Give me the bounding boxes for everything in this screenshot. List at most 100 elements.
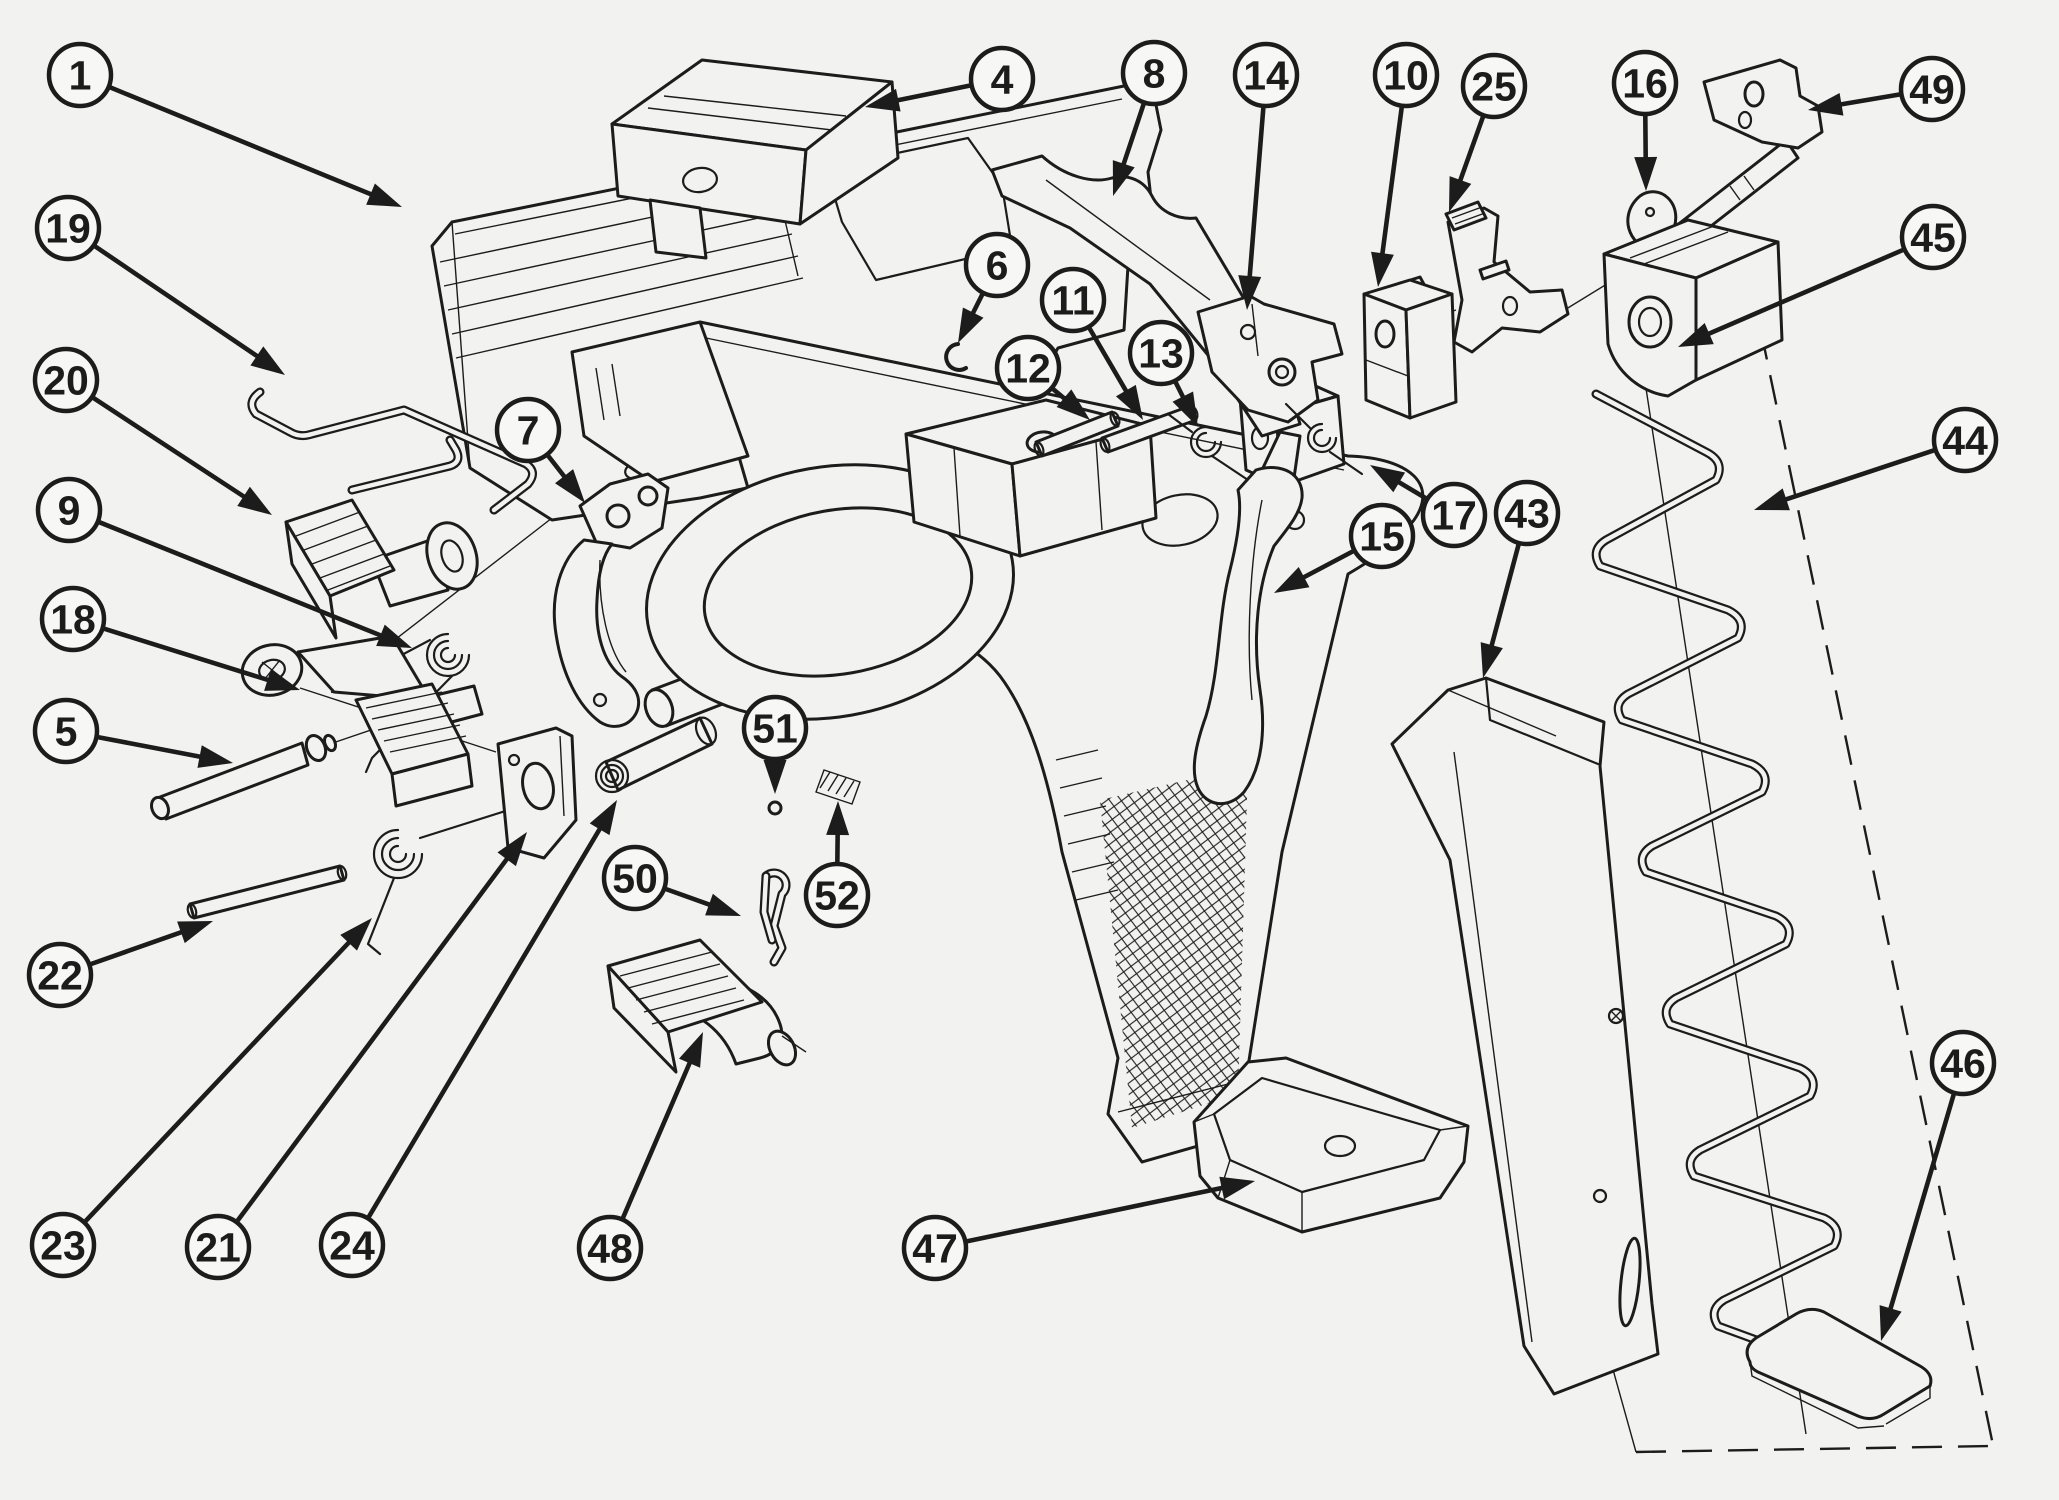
- callout-arrowhead: [1370, 465, 1406, 493]
- callout-circle-14: [1232, 41, 1300, 109]
- sear-part: [1196, 294, 1344, 424]
- callout-circle-50: [601, 844, 669, 912]
- grip-safety-part: [606, 938, 807, 1074]
- callout-43: 43: [1480, 479, 1561, 678]
- callout-circle-23: [29, 1211, 97, 1279]
- callout-arrowhead: [1371, 251, 1394, 287]
- callout-circle-9: [35, 476, 103, 544]
- pin-22-part: [186, 864, 348, 920]
- callout-leader-line: [94, 244, 265, 363]
- callout-circle-44: [1931, 406, 1999, 474]
- callout-arrowhead: [177, 921, 213, 944]
- slide-stop-lever-part: [1671, 58, 1824, 247]
- callout-circle-13: [1127, 319, 1195, 387]
- callout-19: 19: [34, 194, 285, 375]
- callout-number-15: 15: [1359, 514, 1405, 560]
- callout-number-14: 14: [1243, 53, 1289, 99]
- sear-spring-part: [1284, 402, 1364, 476]
- callout-circle-22: [26, 941, 94, 1009]
- callout-number-46: 46: [1940, 1041, 1986, 1087]
- callout-arrowhead: [1480, 642, 1503, 678]
- callout-12: 12: [994, 334, 1090, 420]
- callout-arrowhead: [237, 486, 272, 515]
- callout-circle-46: [1929, 1029, 1997, 1097]
- callout-number-11: 11: [1051, 278, 1094, 324]
- callout-arrowhead: [865, 88, 901, 112]
- callout-44: 44: [1754, 406, 1999, 511]
- callout-circle-4: [968, 45, 1036, 113]
- callout-circle-24: [318, 1211, 386, 1279]
- callout-46: 46: [1879, 1029, 1997, 1341]
- callout-leader-line: [1455, 116, 1486, 189]
- callout-number-20: 20: [43, 358, 89, 404]
- callout-number-9: 9: [58, 488, 81, 534]
- trigger-part: [552, 472, 670, 728]
- callout-circle-1: [46, 41, 114, 109]
- callout-arrowhead: [1754, 488, 1790, 511]
- callout-leader-line: [235, 851, 514, 1222]
- callout-number-52: 52: [814, 873, 860, 919]
- ball-51-part: [767, 800, 783, 816]
- callout-number-22: 22: [37, 953, 83, 999]
- callout-circle-21: [184, 1213, 252, 1281]
- callout-50: 50: [601, 844, 741, 916]
- dashed-baseline: [1635, 1444, 1993, 1454]
- callout-circle-6: [963, 231, 1031, 299]
- rear-sight-block-part: [610, 58, 900, 260]
- callout-14: 14: [1232, 41, 1300, 310]
- cotter-pin-50-part: [759, 868, 791, 967]
- c-clip-part: [944, 342, 968, 372]
- callout-leader-line: [1886, 1094, 1956, 1317]
- callout-arrowhead: [1449, 176, 1472, 212]
- callout-number-10: 10: [1383, 53, 1429, 99]
- callout-15: 15: [1274, 502, 1416, 593]
- callout-leader-line: [98, 520, 389, 641]
- callout-arrowhead: [1115, 384, 1143, 420]
- callout-arrowhead: [1056, 389, 1090, 420]
- callout-circle-12: [994, 334, 1062, 402]
- callout-number-18: 18: [50, 597, 96, 643]
- callout-circle-15: [1348, 502, 1416, 570]
- callout-arrowhead: [197, 745, 233, 768]
- callout-47: 47: [901, 1176, 1255, 1282]
- callout-leader-line: [1379, 107, 1404, 262]
- sear-housing-plate-part: [496, 726, 578, 860]
- callout-arrowhead: [589, 800, 617, 836]
- callout-17: 17: [1370, 465, 1488, 549]
- callout-arrowhead: [555, 469, 585, 503]
- callout-number-7: 7: [517, 408, 540, 454]
- callout-circle-47: [901, 1214, 969, 1282]
- callout-circle-16: [1611, 49, 1679, 117]
- callout-circle-43: [1493, 479, 1561, 547]
- callout-number-25: 25: [1471, 64, 1517, 110]
- torsion-spring-13-part: [1166, 412, 1250, 482]
- callout-arrowhead: [1274, 566, 1310, 593]
- callout-circle-19: [34, 194, 102, 262]
- callout-leader-line: [620, 1054, 695, 1219]
- callout-number-51: 51: [752, 706, 798, 752]
- callout-circle-20: [32, 346, 100, 414]
- callout-circle-51: [741, 694, 809, 762]
- callout-arrowhead: [826, 801, 850, 836]
- callout-circle-11: [1039, 266, 1107, 334]
- callout-arrowhead: [1678, 322, 1714, 347]
- callout-circle-17: [1420, 481, 1488, 549]
- callout-leader-line: [1295, 549, 1354, 583]
- callout-number-47: 47: [912, 1226, 958, 1272]
- callout-24: 24: [318, 800, 617, 1279]
- callout-5: 5: [32, 697, 233, 768]
- callout-leader-line: [1700, 247, 1904, 339]
- callout-circle-52: [803, 861, 871, 929]
- callout-arrowhead: [340, 918, 372, 951]
- callout-number-50: 50: [612, 856, 658, 902]
- callout-arrowhead: [1808, 92, 1844, 116]
- callout-13: 13: [1127, 319, 1198, 427]
- callout-arrowhead: [1172, 391, 1198, 427]
- callout-6: 6: [958, 231, 1031, 343]
- magazine-spring-part: [1591, 389, 1842, 1361]
- callout-number-44: 44: [1942, 418, 1988, 464]
- callout-circle-18: [39, 585, 107, 653]
- callout-number-4: 4: [991, 57, 1014, 103]
